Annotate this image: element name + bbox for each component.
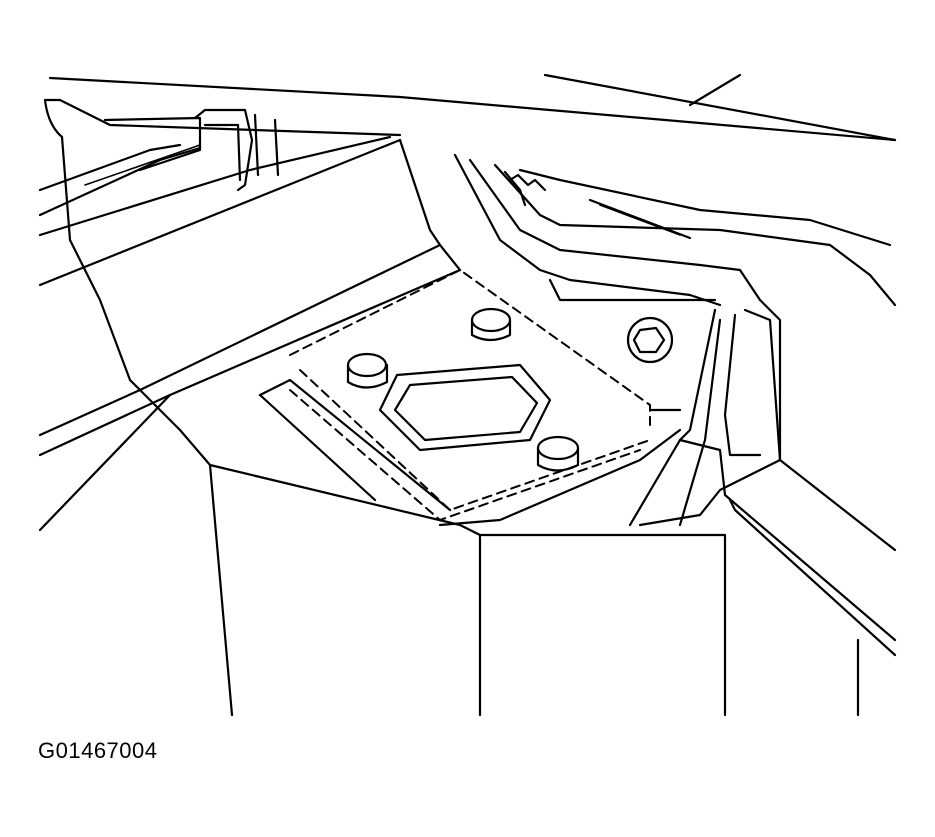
mounting-studs — [346, 307, 580, 472]
fender-apron — [453, 153, 897, 657]
figure-id-label: G01467004 — [38, 738, 158, 763]
lower-panel — [208, 463, 860, 717]
hexagonal-opening — [378, 363, 552, 452]
bolt-icon — [626, 316, 674, 364]
crossmember — [38, 138, 462, 532]
cowl-rail — [38, 98, 402, 392]
upper-body-edge — [48, 73, 897, 142]
mounting-bracket — [258, 269, 682, 527]
